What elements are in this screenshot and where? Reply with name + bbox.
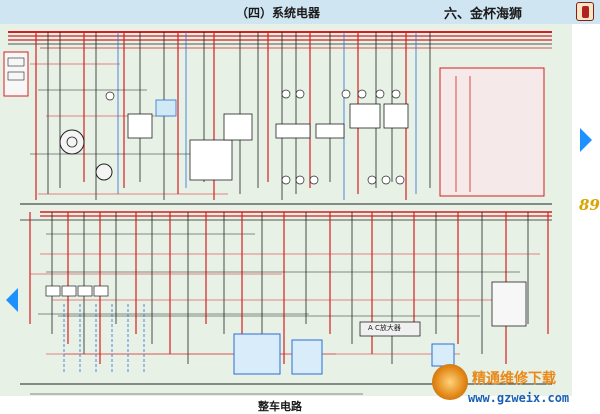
section-title: （四）系统电器 [236,6,321,20]
instrument-cluster-panel [439,67,545,197]
watermark-site-name: 精通维修下载 [472,371,556,387]
ac-amplifier-label: A C放大器 [368,324,401,332]
wiring-diagram-svg [3,31,552,395]
chapter-title: 六、金杯海狮 [444,7,523,22]
starter-motor [59,129,113,181]
fuse-block-lower-left [45,285,109,297]
lamp-row-upper [105,89,401,101]
top-power-buses [8,31,552,49]
upper-circuit-wires [30,32,431,395]
watermark-badge-icon [432,364,468,400]
compressor-relay-block [431,281,527,367]
middle-power-buses [20,211,552,221]
jinbei-logo-icon [576,2,594,21]
diagram-caption: 整车电路 [258,400,302,413]
relay-boxes-top [155,99,409,139]
page-header: （四）系统电器 六、金杯海狮 [0,0,600,24]
header-right-band [386,0,600,24]
lamp-row-bottom [281,175,405,185]
arrow-right-icon[interactable] [580,128,592,152]
page-number: 89 [579,196,600,214]
blower-motor-block [233,333,323,375]
left-battery-block [3,51,29,97]
watermark-url: www.gzweix.com [468,391,570,405]
wiring-diagram: A C放大器 [0,24,572,396]
ac-amplifier-block [359,321,421,337]
header-left-band [0,0,386,24]
arrow-left-icon[interactable] [6,288,18,312]
combination-switch-grid [127,113,253,181]
